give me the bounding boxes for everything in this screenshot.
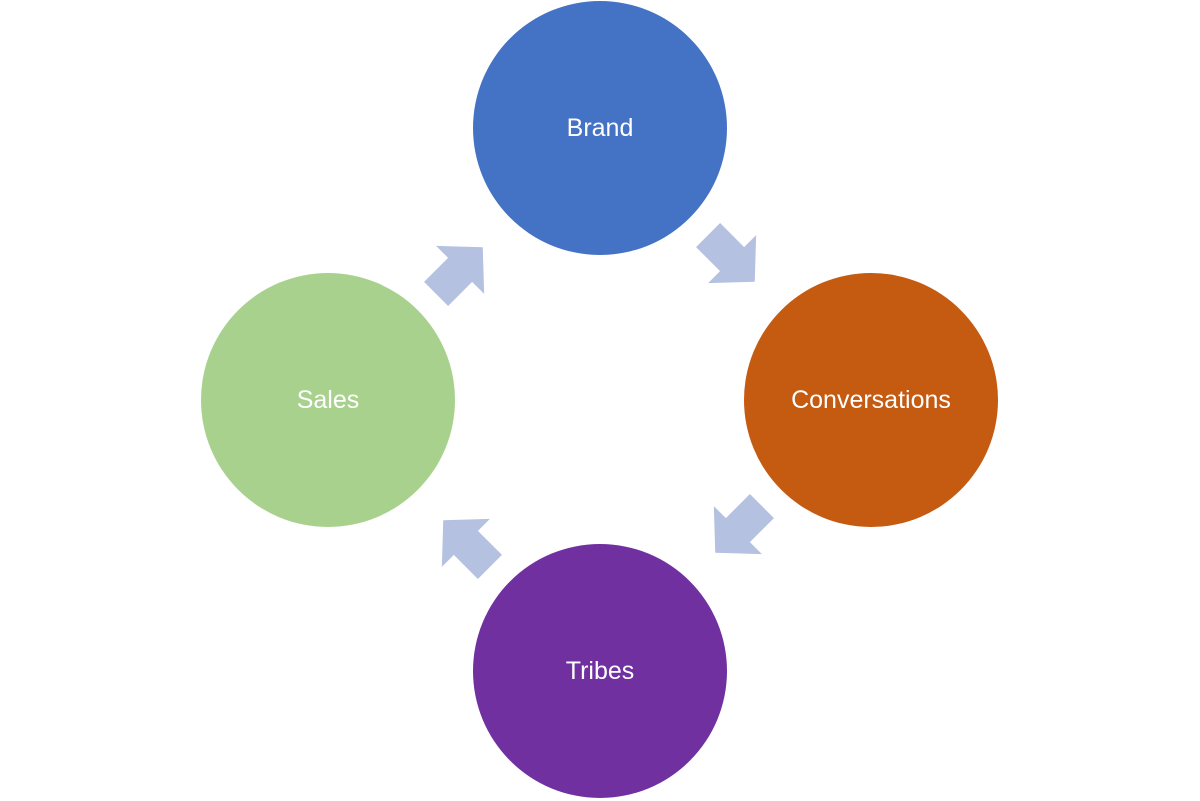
node-brand-circle	[473, 1, 727, 255]
node-conversations-circle	[744, 273, 998, 527]
node-tribes-label: Tribes	[566, 657, 635, 685]
node-tribes: Tribes	[473, 544, 727, 798]
node-tribes-circle	[473, 544, 727, 798]
node-sales: Sales	[201, 273, 455, 527]
arrows-group	[424, 223, 774, 579]
arrow-sales-to-brand	[424, 245, 485, 306]
node-conversations-label: Conversations	[791, 386, 951, 414]
node-conversations: Conversations	[744, 273, 998, 527]
arrow-conversations-to-tribes	[713, 494, 774, 555]
node-sales-circle	[201, 273, 455, 527]
node-brand-label: Brand	[567, 114, 634, 142]
arrow-tribes-to-sales	[441, 518, 502, 579]
arrow-brand-to-conversations	[696, 223, 757, 284]
node-sales-label: Sales	[297, 386, 360, 414]
node-brand: Brand	[473, 1, 727, 255]
